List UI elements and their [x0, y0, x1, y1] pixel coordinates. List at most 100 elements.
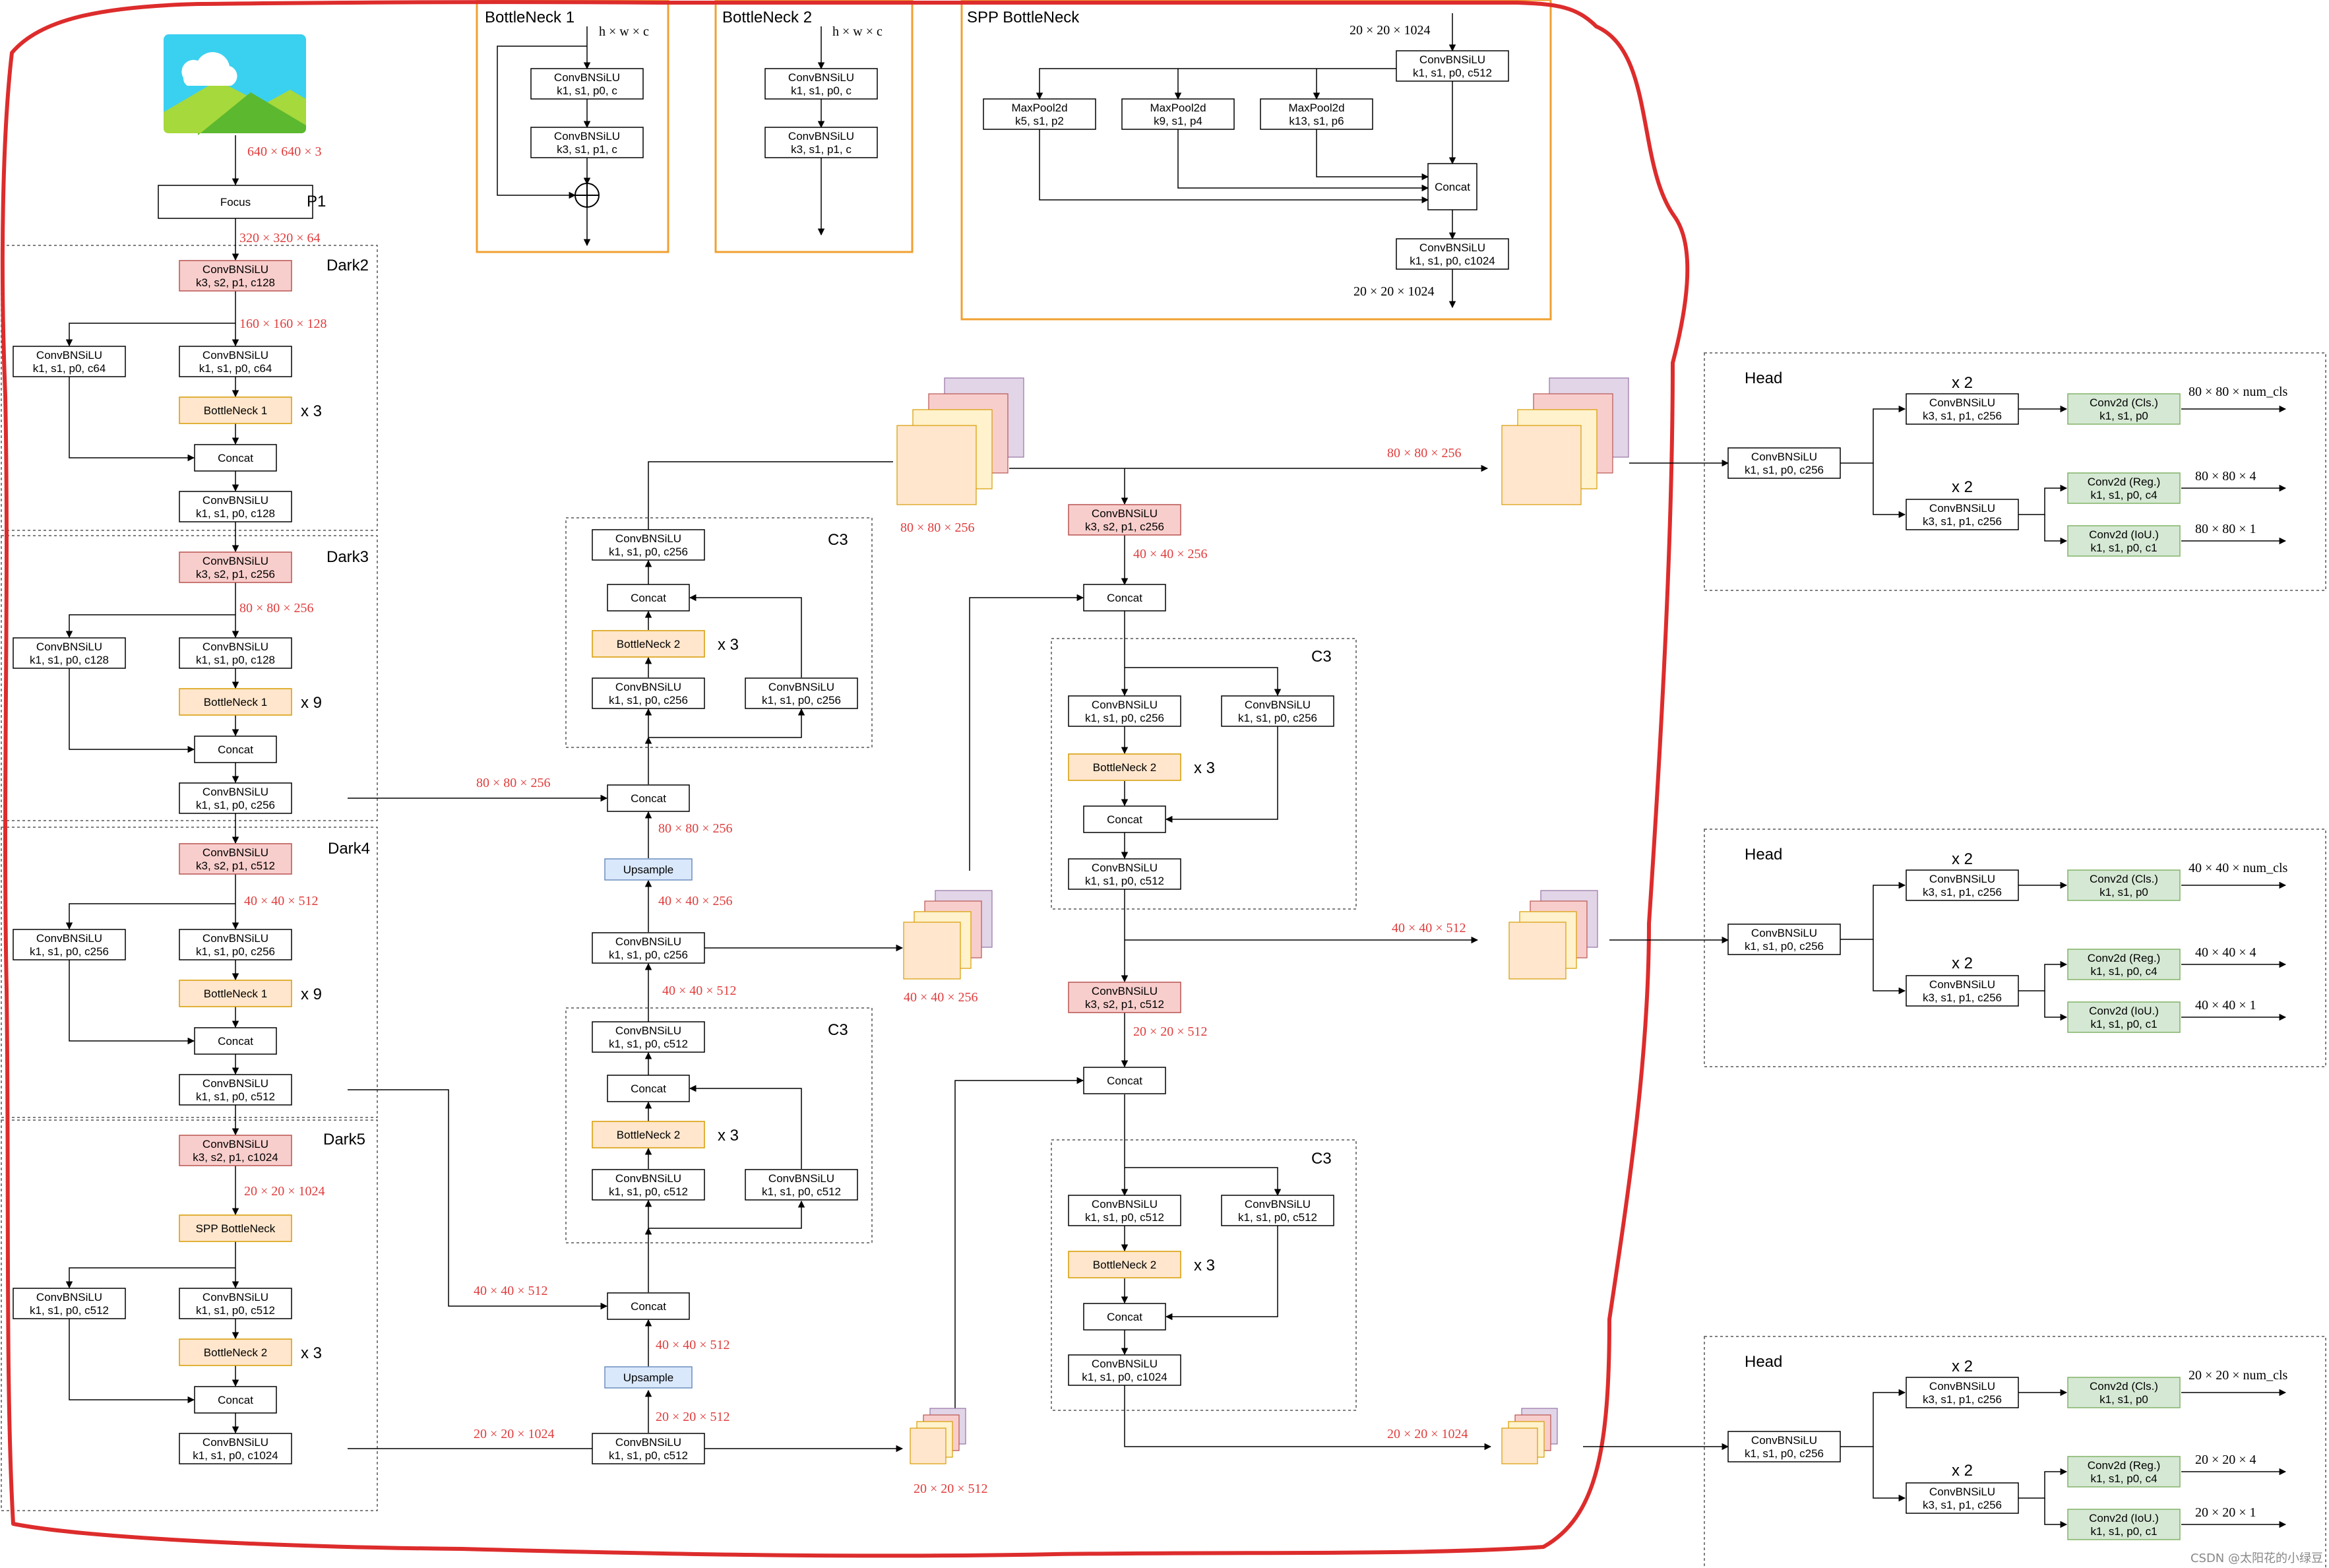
- edge: [69, 1319, 195, 1404]
- dim-c3b: 40 × 40 × 512: [662, 984, 737, 998]
- dim-cb1: 40 × 40 × 256: [658, 894, 733, 908]
- node-text: ConvBNSiLU: [1929, 502, 1995, 515]
- dim-spp-out: 20 × 20 × 1024: [1353, 284, 1435, 299]
- node-text: k1, s1, p0: [2099, 410, 2148, 422]
- node-text: BottleNeck 1: [204, 988, 267, 1000]
- edge: [69, 960, 195, 1045]
- feature-map-stack: [1501, 377, 1629, 505]
- dim-dark5: 20 × 20 × 1024: [244, 1184, 325, 1199]
- head-out-iou: 20 × 20 × 1: [2195, 1505, 2256, 1520]
- edge: [1873, 1447, 1906, 1502]
- frame: [960, 0, 1552, 321]
- node-text: ConvBNSiLU: [202, 555, 268, 567]
- mult-x3: x 3: [301, 1344, 322, 1362]
- edge: [1125, 667, 1282, 697]
- node-text: k1, s1, p0, c512: [609, 1038, 688, 1050]
- node-text: ConvBNSiLU: [1092, 1198, 1158, 1210]
- node-text: ConvBNSiLU: [788, 130, 854, 142]
- edge: [1840, 881, 1906, 940]
- node-text: k3, s1, p1, c256: [1923, 1393, 2002, 1406]
- edge: [65, 1267, 235, 1289]
- node-text: Concat: [218, 1394, 253, 1406]
- node-text: k5, s1, p2: [1015, 115, 1064, 127]
- node-text: ConvBNSiLU: [1419, 53, 1485, 66]
- node-text: Concat: [218, 1035, 253, 1048]
- node-text: Conv2d (Cls.): [2090, 396, 2158, 409]
- node-text: k1, s1, p0, c1: [2090, 1018, 2157, 1030]
- node-d4c: Concat: [194, 1027, 277, 1055]
- edge: [1840, 405, 1906, 464]
- node-text: ConvBNSiLU: [1419, 241, 1485, 254]
- node-text: k3, s2, p1, c1024: [193, 1151, 278, 1164]
- node-c3b_c: Concat: [607, 1075, 690, 1102]
- node-text: Concat: [1107, 813, 1142, 826]
- dim-p5: 20 × 20 × 1024: [474, 1427, 555, 1441]
- node-d3c: Concat: [194, 736, 277, 763]
- node-hiou2026: Conv2d (IoU.)k1, s1, p0, c1: [2067, 1509, 2181, 1540]
- node-text: k3, s2, p1, c256: [1085, 520, 1164, 533]
- node-focus: Focus: [158, 185, 313, 219]
- edge: [689, 594, 802, 677]
- node-hcls535: Conv2d (Cls.)k1, s1, p0: [2067, 393, 2181, 425]
- dim-bu2: 20 × 20 × 512: [1133, 1024, 1208, 1039]
- head-out-iou: 40 × 40 × 1: [2195, 998, 2256, 1013]
- edge: [2018, 960, 2068, 991]
- dim-p4: 40 × 40 × 512: [474, 1284, 548, 1298]
- node-text: k3, s1, p1, c256: [1923, 410, 2002, 422]
- node-text: k1, s1, p0, c256: [1745, 464, 1824, 476]
- node-text: k3, s1, p1, c256: [1923, 515, 2002, 528]
- edge: [1316, 129, 1429, 181]
- node-text: BottleNeck 2: [1093, 761, 1156, 774]
- node-text: Concat: [1107, 592, 1142, 604]
- node-d5s: SPP BottleNeck: [179, 1214, 292, 1242]
- dim-dark3: 80 × 80 × 256: [239, 601, 314, 615]
- edge: [1177, 129, 1429, 192]
- dark4-title: Dark4: [328, 840, 370, 858]
- feature-map-stack: [1508, 890, 1598, 980]
- node-d4b: BottleNeck 1: [179, 980, 292, 1007]
- feature-map-stack: [896, 377, 1024, 505]
- node-c3a_b: BottleNeck 2: [592, 630, 705, 658]
- node-text: k1, s1, p0: [2099, 886, 2148, 898]
- frame: [1, 827, 378, 1118]
- node-hiou535: Conv2d (IoU.)k1, s1, p0, c1: [2067, 525, 2181, 557]
- node-text: k1, s1, p0, c512: [762, 1185, 841, 1198]
- edge: [1165, 726, 1278, 823]
- node-text: k13, s1, p6: [1289, 115, 1344, 127]
- node-text: Concat: [218, 743, 253, 756]
- mult-x9: x 9: [301, 694, 322, 712]
- node-text: k1, s1, p0, c128: [30, 654, 109, 666]
- node-text: k3, s2, p1, c256: [196, 568, 275, 580]
- edge: [969, 594, 1084, 871]
- node-text: k1, s1, p0, c1: [2090, 1525, 2157, 1538]
- node-text: ConvBNSiLU: [615, 681, 681, 693]
- node-text: k1, s1, p0, c512: [1085, 875, 1164, 887]
- node-text: k1, s1, p0, c256: [609, 694, 688, 706]
- node-text: Conv2d (Cls.): [2090, 873, 2158, 885]
- node-text: k1, s1, p0, c256: [1085, 712, 1164, 724]
- node-text: k1, s1, p0, c512: [1085, 1211, 1164, 1224]
- node-text: ConvBNSiLU: [768, 681, 834, 693]
- node-text: k1, s1, p0, c512: [1238, 1211, 1317, 1224]
- edge: [2018, 1468, 2068, 1499]
- head-x2: x 2: [1952, 1462, 1973, 1480]
- mult-x3: x 3: [1194, 759, 1215, 777]
- node-text: ConvBNSiLU: [202, 1138, 268, 1150]
